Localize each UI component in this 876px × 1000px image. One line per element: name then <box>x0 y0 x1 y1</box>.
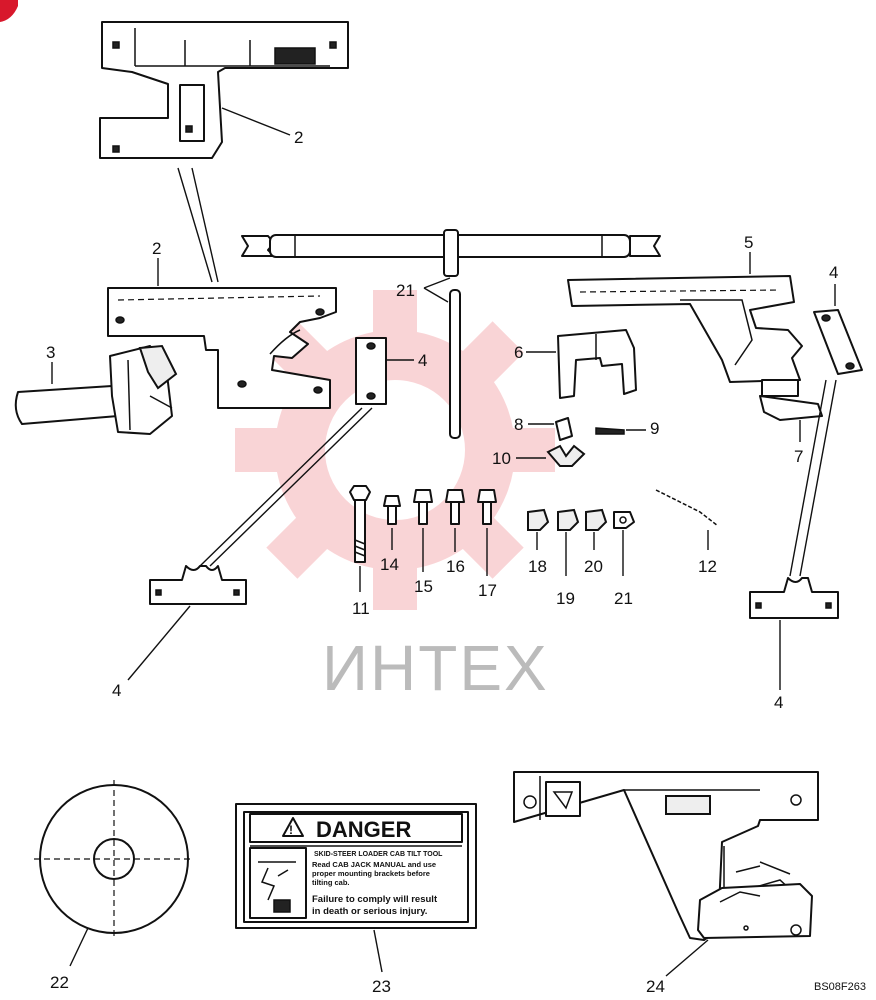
callout-21: 21 <box>396 281 415 300</box>
part-8-sleeve <box>555 417 573 441</box>
part-11-long-bolt <box>349 485 371 563</box>
callout-12: 12 <box>698 557 717 576</box>
callout-11: 11 <box>352 599 370 618</box>
part-23-danger-decal: ! DANGER SKID-STEER LOADER CAB TILT TOOL… <box>235 803 477 929</box>
figure-code: BS08F263 <box>814 981 866 993</box>
part-24-tool-bracket <box>513 771 819 941</box>
callout-23-label: 23 <box>372 977 391 996</box>
part-6-u-bracket <box>557 329 637 399</box>
callout-2b: 2 <box>152 239 161 258</box>
part-4-bracket-right <box>749 577 839 619</box>
leader-23 <box>373 929 383 973</box>
part-19-nut <box>585 508 608 531</box>
callout-7: 7 <box>794 447 803 466</box>
decal-subtitle: SKID-STEER LOADER CAB TILT TOOL <box>314 851 443 858</box>
callout-17: 18 <box>528 557 547 576</box>
callout-4c: 4 <box>829 263 838 282</box>
part-4-plate-mid <box>355 337 387 405</box>
part-18-nut <box>557 508 580 531</box>
leader-4b <box>127 605 191 681</box>
callout-4a: 4 <box>418 351 427 370</box>
part-4-bracket-left <box>149 565 247 605</box>
callout-24-label: 24 <box>646 977 665 996</box>
part-4-plate-right <box>813 309 863 375</box>
warning-triangle-icon <box>282 817 304 837</box>
leader-2a <box>221 107 291 136</box>
part-9-pin <box>595 427 625 435</box>
callout-4d: 4 <box>774 693 783 712</box>
callout-9: 9 <box>650 419 659 438</box>
part-5-bracket <box>567 275 823 421</box>
part-20-nut <box>613 511 635 529</box>
decal-line-2: proper mounting brackets before <box>312 869 430 878</box>
decal-line-1: Read CAB JACK MANUAL and use <box>312 860 436 869</box>
leader-22 <box>69 927 89 967</box>
callout-13: 14 <box>380 555 399 574</box>
corner-mark <box>0 0 18 22</box>
leader-24 <box>665 939 709 977</box>
decal-warning-2: in death or serious injury. <box>312 906 427 917</box>
part-17-nut <box>527 508 550 531</box>
watermark-gear-logo <box>235 290 555 610</box>
callout-3: 3 <box>46 343 55 362</box>
callout-10: 10 <box>492 449 511 468</box>
leader-2-link <box>177 167 219 283</box>
callout-14: 15 <box>414 577 433 596</box>
callout-22: 22 <box>50 973 69 992</box>
part-21-rod <box>449 289 461 439</box>
part-2-bracket-detail <box>99 21 349 159</box>
part-12-chain <box>655 489 719 527</box>
top-tube-assembly <box>241 229 661 277</box>
part-3-jack <box>14 344 178 435</box>
part-22-disc <box>34 780 194 940</box>
callout-2a: 2 <box>294 128 303 147</box>
callout-15: 16 <box>446 557 465 576</box>
decal-warning-1: Failure to comply will result <box>312 894 438 905</box>
decal-line-3: tilting cab. <box>312 878 350 887</box>
callout-4b: 4 <box>112 681 121 700</box>
callout-20: 21 <box>614 589 633 608</box>
part-16-bolt <box>477 489 497 525</box>
watermark-text: ИНТЕХ <box>322 632 549 704</box>
leader-4a-link <box>199 407 373 567</box>
svg-text:!: ! <box>289 823 293 837</box>
callout-18: 19 <box>556 589 575 608</box>
callout-8: 8 <box>514 415 523 434</box>
callout-19: 20 <box>584 557 603 576</box>
part-15-bolt <box>445 489 465 525</box>
leader-21 <box>423 277 451 303</box>
part-2-bracket <box>107 287 337 409</box>
part-13-bolt <box>383 495 401 525</box>
part-14-bolt <box>413 489 433 525</box>
decal-header: DANGER <box>316 817 411 842</box>
leader-4c-link <box>789 379 837 577</box>
callout-16: 17 <box>478 581 497 600</box>
part-10-wing-nut <box>546 444 586 467</box>
callout-5: 5 <box>744 233 753 252</box>
callout-6: 6 <box>514 343 523 362</box>
